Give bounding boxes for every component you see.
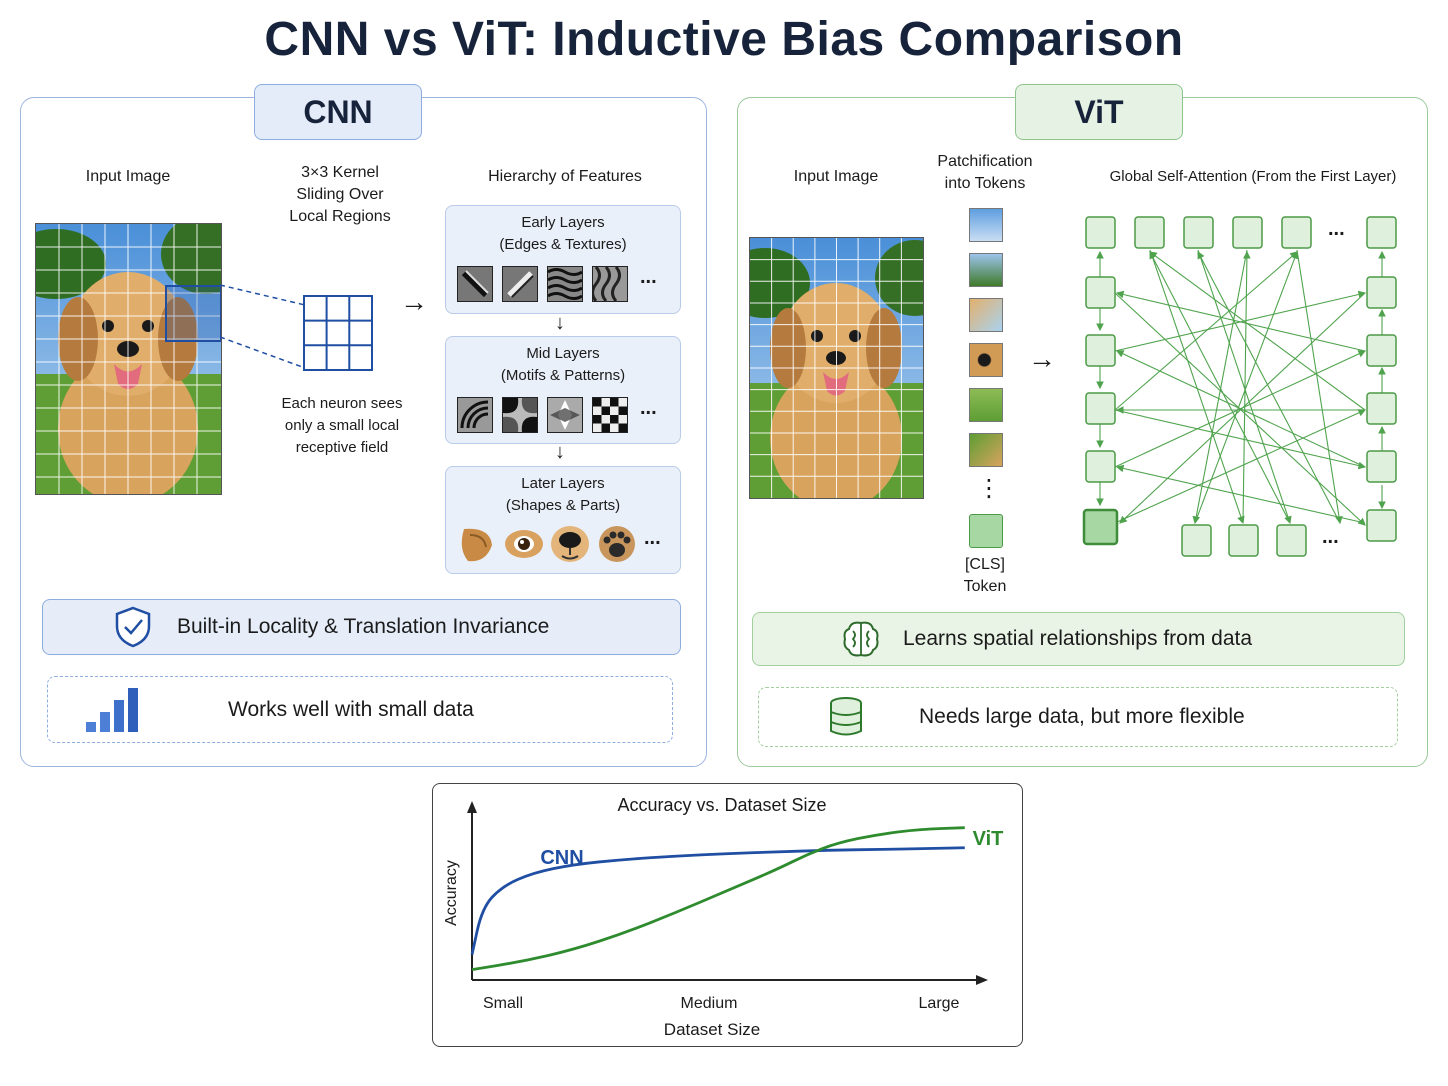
- attention-graph: [1082, 216, 1397, 557]
- arrow-down-icon: ↓: [555, 312, 565, 334]
- vit-series-line: [471, 826, 965, 972]
- kernel-connector: [220, 284, 306, 369]
- later-layers-box: Later Layers (Shapes & Parts) ...: [445, 466, 681, 574]
- vit-input-label: Input Image: [793, 168, 879, 185]
- early-layers-subtitle: (Edges & Textures): [499, 236, 627, 253]
- early-layers-box: Early Layers (Edges & Textures) ...: [445, 205, 681, 314]
- patch-token: [969, 253, 1003, 287]
- cls-token-label: [CLS] Token: [963, 556, 1007, 595]
- attention-ellipsis-top: ...: [1328, 218, 1345, 240]
- mid-layers-title: Mid Layers: [526, 345, 600, 362]
- later-layers-subtitle: (Shapes & Parts): [505, 497, 621, 514]
- y-axis-label: Accuracy: [443, 860, 460, 926]
- database-icon: [830, 697, 862, 736]
- attention-label: Global Self-Attention (From the First La…: [1109, 168, 1397, 185]
- x-tick-label: Medium: [681, 995, 738, 1012]
- cls-token: [969, 514, 1003, 548]
- edge-filter-icon: [502, 266, 538, 302]
- patch-token: [969, 433, 1003, 467]
- x-axis-label: Dataset Size: [664, 1020, 760, 1039]
- dog-nose-icon: [551, 526, 589, 562]
- motif-filter-icon: [457, 397, 493, 433]
- cnn-input-image: [35, 223, 222, 495]
- chart-title: Accuracy vs. Dataset Size: [617, 795, 826, 815]
- brain-icon: [843, 621, 879, 657]
- accuracy-chart: Accuracy vs. Dataset Size Accuracy Datas…: [443, 795, 1004, 1039]
- patch-token: [969, 298, 1003, 332]
- large-data-banner: Needs large data, but more flexible: [758, 687, 1398, 747]
- patch-token: [969, 388, 1003, 422]
- x-tick-label: Large: [919, 995, 960, 1012]
- attention-ellipsis-bottom: ...: [1322, 526, 1339, 548]
- cnn-hierarchy-label: Hierarchy of Features: [488, 168, 642, 185]
- mid-layers-box: Mid Layers (Motifs & Patterns) ...: [445, 336, 681, 444]
- arrow-right-icon: →: [400, 286, 428, 317]
- later-layers-title: Later Layers: [521, 475, 605, 492]
- texture-filter-icon: [592, 266, 628, 302]
- bar-chart-icon: [86, 687, 138, 732]
- chart-frame: [432, 783, 1023, 1047]
- small-data-banner: Works well with small data: [47, 676, 673, 743]
- dog-eye-icon: [505, 530, 543, 558]
- puppy-image: [750, 238, 923, 498]
- vit-tag: ViT: [1015, 84, 1183, 140]
- vertical-ellipsis: ⋮: [977, 475, 1001, 502]
- arrow-down-icon: ↓: [555, 441, 565, 463]
- texture-filter-icon: [547, 266, 583, 302]
- vit-series-label: ViT: [973, 828, 1004, 850]
- motif-filter-icon: [547, 397, 583, 433]
- cnn-input-label: Input Image: [85, 168, 171, 185]
- large-data-banner-text: Needs large data, but more flexible: [919, 705, 1245, 728]
- cnn-kernel-label: 3×3 Kernel Sliding Over Local Regions: [289, 164, 391, 225]
- y-axis-arrow: [467, 801, 477, 813]
- page-title: CNN vs ViT: Inductive Bias Comparison: [264, 13, 1184, 66]
- x-axis-arrow: [976, 975, 988, 985]
- patch-token: [969, 343, 1003, 377]
- cnn-tag: CNN: [254, 84, 422, 140]
- vit-input-image: [749, 237, 924, 499]
- motif-filter-icon: [502, 397, 538, 433]
- puppy-image: [36, 224, 221, 494]
- locality-banner: Built-in Locality & Translation Invarian…: [42, 599, 681, 655]
- patch-token: [969, 208, 1003, 242]
- kernel-grid-icon: [303, 295, 373, 371]
- x-tick-label: Small: [483, 995, 523, 1012]
- early-layers-title: Early Layers: [521, 214, 605, 231]
- shield-check-icon: [115, 606, 151, 648]
- locality-banner-text: Built-in Locality & Translation Invarian…: [177, 615, 550, 638]
- cnn-series-label: CNN: [540, 847, 583, 869]
- checker-pattern-icon: [592, 397, 628, 433]
- cnn-series-line: [470, 846, 965, 955]
- arrow-right-icon: →: [1028, 343, 1056, 374]
- dog-paw-icon: [599, 526, 635, 562]
- mid-layers-subtitle: (Motifs & Patterns): [500, 367, 626, 384]
- dog-ear-icon: [461, 528, 492, 562]
- small-data-banner-text: Works well with small data: [228, 697, 474, 721]
- edge-filter-icon: [457, 266, 493, 302]
- patch-label: Patchification into Tokens: [937, 153, 1033, 192]
- spatial-learning-banner: Learns spatial relationships from data: [752, 612, 1405, 666]
- neuron-note: Each neuron sees only a small local rece…: [281, 395, 403, 456]
- spatial-learning-banner-text: Learns spatial relationships from data: [903, 627, 1253, 650]
